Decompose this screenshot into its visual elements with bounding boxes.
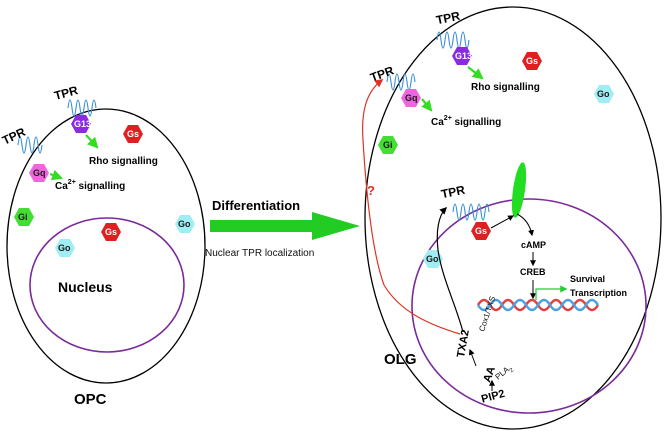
ca-arrow-olg <box>421 98 433 112</box>
opc-membrane <box>6 108 206 384</box>
opc-nucleus <box>29 217 185 353</box>
aa-to-txa2-arrow <box>468 348 477 367</box>
gs-protein-opc <box>123 125 143 143</box>
go-nuclear-protein-opc <box>55 239 75 257</box>
tpr-receptor-opc-left <box>17 136 43 154</box>
gq-label-opc: Gq <box>33 168 46 178</box>
g13-label-opc: G13 <box>74 119 91 129</box>
g13-label-olg: G13 <box>455 51 472 61</box>
txa2-to-membrane-tpr-arrow <box>361 78 461 335</box>
gi-label-olg: Gi <box>383 140 393 150</box>
gi-protein-opc <box>14 208 34 226</box>
tpr-label-olg-nuclear: TPR <box>440 183 467 202</box>
g13-protein-opc <box>71 115 91 133</box>
gq-protein-opc <box>29 164 49 182</box>
camp-label: cAMP <box>521 240 546 250</box>
ca-signalling-label-opc: Ca2+ signalling <box>55 179 125 192</box>
go-protein-opc <box>175 215 195 233</box>
olg-cell: OLG TPR TPR TPR G13 Gq Gs Go Gi Gs Go Rh… <box>361 6 662 430</box>
gi-protein-olg <box>378 136 398 154</box>
go-label-olg: Go <box>597 89 610 99</box>
opc-nucleus-label: Nucleus <box>58 279 113 295</box>
go-protein-olg <box>594 85 614 103</box>
creb-label: CREB <box>520 267 546 277</box>
adenylyl-cyclase <box>511 162 527 218</box>
go-nuclear-protein-olg <box>423 250 443 268</box>
olg-membrane <box>364 6 662 430</box>
go-nuclear-label-opc: Go <box>58 243 71 253</box>
rho-signalling-label-olg: Rho signalling <box>471 82 540 93</box>
gq-label-olg: Gq <box>405 93 418 103</box>
tpr-receptor-olg-top <box>436 31 470 49</box>
gs-nuclear-protein-opc <box>101 223 121 241</box>
rho-signalling-label-opc: Rho signalling <box>89 156 158 167</box>
go-label-opc: Go <box>178 219 191 229</box>
gs-nuclear-label-olg: Gs <box>475 226 487 236</box>
gq-protein-olg <box>401 89 421 107</box>
aa-label: AA <box>481 365 498 384</box>
tpr-label-opc-top: TPR <box>53 83 80 103</box>
gs-label-opc: Gs <box>127 129 139 139</box>
gs-nuclear-protein-olg <box>471 222 491 240</box>
gi-label-opc: Gi <box>18 212 28 222</box>
transcription-start-arrow <box>535 285 568 300</box>
olg-nucleus <box>411 198 647 414</box>
gs-label-olg: Gs <box>526 56 538 66</box>
gs-protein-olg <box>522 52 542 70</box>
tpr-label-opc-left: TPR <box>0 125 28 148</box>
txa2-label: TXA2 <box>455 329 472 359</box>
pip2-label: PIP2 <box>480 388 506 406</box>
dna-strand-blue <box>476 298 600 312</box>
opc-cell-label: OPC <box>74 391 107 408</box>
tpr-label-olg-top: TPR <box>435 9 462 28</box>
differentiation-label: Differentiation <box>212 198 300 213</box>
g13-protein-olg <box>452 47 472 65</box>
rho-arrow-opc <box>85 134 99 149</box>
transcription-label: Transcription <box>570 288 627 298</box>
ac-to-camp-arrow <box>516 213 534 237</box>
differentiation-transition: Differentiation Nuclear TPR localization <box>205 198 360 259</box>
txa2-to-nuclear-tpr-arrow <box>436 206 464 333</box>
tpr-label-olg-left: TPR <box>368 63 396 84</box>
rho-arrow-olg <box>467 66 484 80</box>
nuclear-tpr-label: Nuclear TPR localization <box>205 248 314 259</box>
differentiation-arrow <box>210 212 360 240</box>
survival-label: Survival <box>570 274 605 284</box>
tpr-receptor-olg-left <box>386 73 416 91</box>
go-nuclear-label-olg: Go <box>426 254 439 264</box>
olg-cell-label: OLG <box>384 351 417 368</box>
gs-to-ac-arrow <box>490 215 515 229</box>
ca-signalling-label-olg: Ca2+ signalling <box>431 115 501 128</box>
question-mark: ? <box>367 183 375 198</box>
gs-nuclear-label-opc: Gs <box>105 227 117 237</box>
opc-cell: Nucleus OPC TPR TPR G13 Gs Gq Gi Go Gs G… <box>0 83 206 408</box>
tpr-receptor-olg-nuclear <box>452 203 490 221</box>
pla2-enzyme-label: PLA2 <box>494 362 516 383</box>
ca-arrow-opc <box>49 169 64 181</box>
